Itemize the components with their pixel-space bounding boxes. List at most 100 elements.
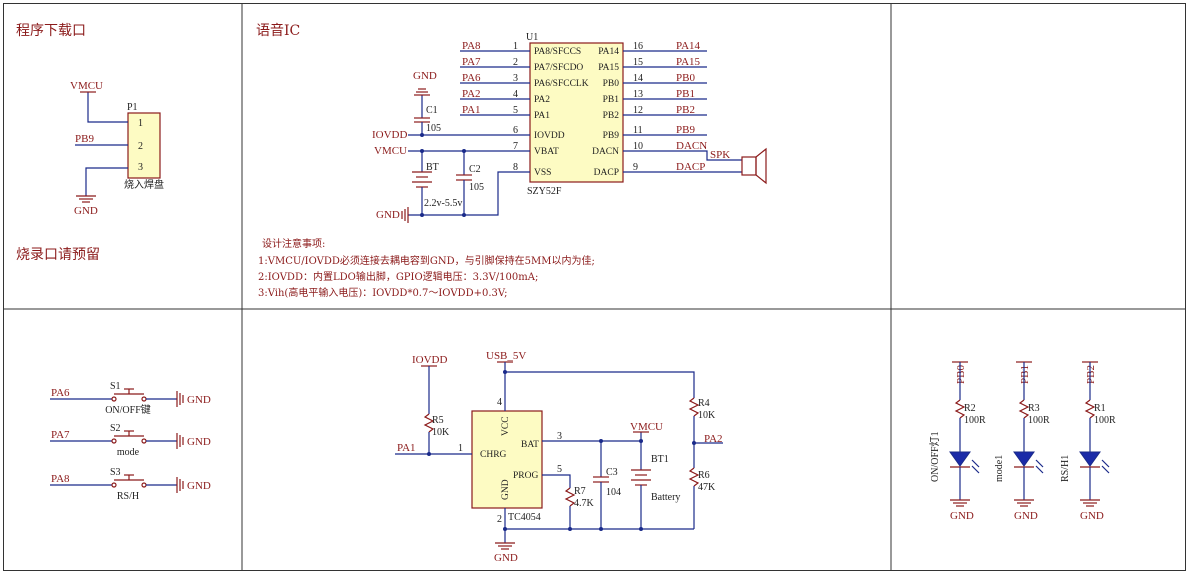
led-label: mode1 bbox=[994, 455, 1005, 482]
pa2-label: PA2 bbox=[704, 433, 723, 445]
tc4054-bat-pin: BAT bbox=[521, 440, 539, 450]
u1-pin-number: 6 bbox=[513, 125, 518, 136]
p1-value: 烧入焊盘 bbox=[124, 178, 164, 191]
voice-ic-title: 语音IC bbox=[256, 22, 300, 39]
tc4054-gnd-pin: GND bbox=[501, 479, 511, 500]
u1-pin-name: VSS bbox=[534, 168, 551, 178]
speaker: SPK bbox=[623, 147, 767, 185]
led-net: PB1 bbox=[1019, 365, 1031, 384]
switch-gnd: GND bbox=[187, 394, 211, 406]
c3-capacitor: C3 104 bbox=[593, 441, 621, 529]
u1-right-net: PB9 bbox=[676, 124, 695, 136]
r6-value: 47K bbox=[698, 482, 716, 493]
c1-capacitor: GND C1 105 bbox=[413, 70, 441, 135]
u1-pin-number: 14 bbox=[633, 73, 643, 84]
u1-ref: U1 bbox=[526, 32, 538, 43]
u1-pin-name: PA15 bbox=[598, 63, 619, 73]
u1-pin-name: IOVDD bbox=[534, 131, 565, 141]
tc4054-prog-pin: PROG bbox=[513, 471, 538, 481]
design-notes: 设计注意事项: 1:VMCU/IOVDD必须连接去耦电容到GND，与引脚保持在5… bbox=[258, 237, 595, 299]
switch-ref: S3 bbox=[110, 467, 121, 478]
tc4054-ref: TC4054 bbox=[508, 512, 541, 523]
bt1-ref: BT1 bbox=[651, 454, 669, 465]
u1-pin-name: PB9 bbox=[603, 131, 620, 141]
r7-value: 4.7K bbox=[574, 498, 595, 509]
bt-ref: BT bbox=[426, 162, 439, 173]
switch-label: mode bbox=[117, 447, 140, 458]
switch-label: RS/H bbox=[117, 491, 139, 502]
gnd-left-label: GND bbox=[376, 209, 400, 221]
u1-pin-number: 12 bbox=[633, 105, 643, 116]
bt-value: 2.2v-5.5v bbox=[424, 198, 462, 209]
u1-left-net: PA2 bbox=[462, 88, 481, 100]
switch-net: PA7 bbox=[51, 429, 70, 441]
pa1-label: PA1 bbox=[397, 442, 416, 454]
led-gnd: GND bbox=[1080, 510, 1104, 522]
c1-ref: C1 bbox=[426, 105, 438, 116]
u1-pin-number: 10 bbox=[633, 141, 643, 152]
led-gnd: GND bbox=[1014, 510, 1038, 522]
tc4054-pin1: 1 bbox=[458, 443, 463, 454]
burn-note: 烧录口请预留 bbox=[16, 247, 100, 263]
led-res-value: 100R bbox=[964, 415, 986, 426]
r4-ref: R4 bbox=[698, 398, 710, 409]
tc4054-pin4: 4 bbox=[497, 397, 502, 408]
frame-grid bbox=[3, 3, 1186, 571]
voice-ic-u1: U1 SZY52F PA8/SFCCS1PA8PA7/SFCDO2PA7PA6/… bbox=[372, 32, 767, 223]
note-line-3: 3:Vih(高电平输入电压)：IOVDD*0.7～IOVDD+0.3V; bbox=[258, 286, 507, 299]
r7-resistor: R7 4.7K bbox=[564, 486, 595, 509]
c2-value: 105 bbox=[469, 182, 484, 193]
iovdd-label: IOVDD bbox=[412, 354, 447, 366]
bt1-value: Battery bbox=[651, 492, 680, 503]
switch-net: PA6 bbox=[51, 387, 70, 399]
led-res-value: 100R bbox=[1094, 415, 1116, 426]
u1-right-net: PB1 bbox=[676, 88, 695, 100]
u1-pin-number: 15 bbox=[633, 57, 643, 68]
c3-ref: C3 bbox=[606, 467, 618, 478]
u1-right-net: DACP bbox=[676, 161, 705, 173]
u1-pin-name: PA8/SFCCS bbox=[534, 47, 581, 57]
u1-left-net: PA1 bbox=[462, 104, 481, 116]
r4-resistor: R4 10K bbox=[688, 397, 716, 421]
u1-pin-number: 4 bbox=[513, 89, 518, 100]
r6-resistor: R6 47K bbox=[688, 467, 716, 493]
switch-ref: S1 bbox=[110, 381, 121, 392]
tc4054-vcc-pin: VCC bbox=[501, 416, 511, 436]
u1-pin-name: PA7/SFCDO bbox=[534, 63, 583, 73]
led-res-ref: R3 bbox=[1028, 403, 1040, 414]
u1-left-net: PA7 bbox=[462, 56, 481, 68]
u1-pin-name: PA2 bbox=[534, 95, 550, 105]
u1-pin-number: 9 bbox=[633, 162, 638, 173]
r5-value: 10K bbox=[432, 427, 450, 438]
u1-right-net: PB0 bbox=[676, 72, 695, 84]
u1-pin-name: DACP bbox=[594, 168, 619, 178]
charger-tc4054: TC4054 VCC BAT CHRG PROG GND 4 3 1 5 2 U… bbox=[395, 350, 723, 564]
tc4054-pin3: 3 bbox=[557, 431, 562, 442]
usb-5v-label: USB_5V bbox=[486, 350, 526, 362]
u1-pin-number: 3 bbox=[513, 73, 518, 84]
u1-pin-name: PB1 bbox=[603, 95, 620, 105]
vmcu-net: VMCU bbox=[374, 145, 407, 157]
r7-ref: R7 bbox=[574, 486, 586, 497]
led-gnd: GND bbox=[950, 510, 974, 522]
u1-pin-name: PA6/SFCCLK bbox=[534, 79, 589, 89]
led-net: PB0 bbox=[955, 365, 967, 384]
r5-resistor: R5 10K bbox=[423, 413, 450, 438]
u1-right-net: PB2 bbox=[676, 104, 695, 116]
c2-capacitor: C2 105 bbox=[456, 151, 484, 215]
r6-ref: R6 bbox=[698, 470, 710, 481]
note-line-1: 1:VMCU/IOVDD必须连接去耦电容到GND，与引脚保持在5MM以内为佳; bbox=[258, 254, 595, 267]
prog-port-title: 程序下载口 bbox=[16, 23, 86, 39]
u1-left-net: PA6 bbox=[462, 72, 481, 84]
tc4054-pin5: 5 bbox=[557, 464, 562, 475]
p1-pin3: 3 bbox=[138, 162, 143, 173]
u1-pin-number: 2 bbox=[513, 57, 518, 68]
u1-pin-number: 8 bbox=[513, 162, 518, 173]
u1-pin-number: 5 bbox=[513, 105, 518, 116]
